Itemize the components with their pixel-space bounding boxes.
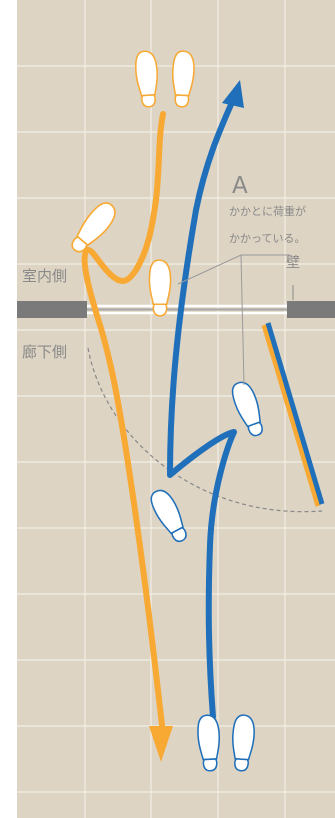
label-indoor: 室内側 [22,267,67,285]
label-corridor: 廊下側 [22,343,67,361]
note-line-2: かかっている。 [229,232,305,245]
orange-path [81,111,166,728]
blue-path [167,97,237,720]
blue-arrow-head [222,80,244,108]
wall-right [287,301,335,318]
orange-arrow-head [149,726,173,762]
label-wall: 壁 [286,255,300,271]
note-line-1: かかとに荷重が [229,204,306,218]
floor [17,0,335,818]
footprint-orange-door [148,259,172,317]
door-leaf-orange [261,324,321,507]
marker-a: A [232,173,248,199]
wall-left [17,301,87,318]
door-leaf-blue [265,322,325,505]
leader-line [177,254,290,386]
door-swing-arc [87,347,323,513]
